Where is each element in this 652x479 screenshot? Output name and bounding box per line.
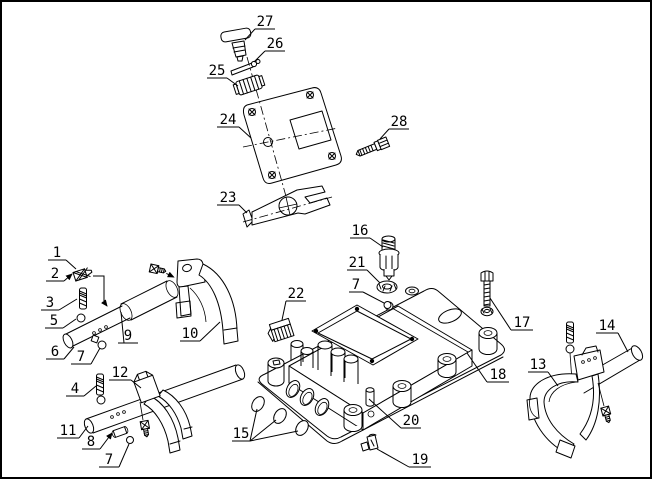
callout-10: 10 bbox=[180, 321, 221, 342]
callout-7c: 7 bbox=[349, 277, 385, 304]
part-7-ball-b bbox=[126, 436, 134, 444]
callout-label-7a: 7 bbox=[77, 349, 85, 365]
part-20-pin bbox=[365, 387, 375, 407]
callout-11: 11 bbox=[57, 423, 89, 439]
callout-7a: 7 bbox=[71, 347, 101, 365]
part-3-spring bbox=[79, 287, 87, 310]
callout-label-6: 6 bbox=[51, 344, 59, 360]
callout-label-4: 4 bbox=[71, 381, 79, 397]
callout-label-20: 20 bbox=[403, 413, 420, 429]
part-18-housing bbox=[257, 286, 505, 444]
callout-label-28: 28 bbox=[391, 114, 408, 130]
callout-label-23: 23 bbox=[220, 190, 237, 206]
rail-14-ball bbox=[565, 344, 575, 354]
callout-label-19: 19 bbox=[412, 452, 429, 468]
callout-8: 8 bbox=[82, 432, 113, 450]
callout-3: 3 bbox=[41, 295, 78, 311]
part-10-fork bbox=[175, 258, 239, 345]
callout-label-25: 25 bbox=[209, 63, 226, 79]
callout-label-16: 16 bbox=[352, 223, 369, 239]
part-12-block bbox=[133, 370, 161, 404]
part-7-ball-a bbox=[97, 340, 107, 350]
callout-label-10: 10 bbox=[182, 326, 199, 342]
rail-11-fork bbox=[143, 389, 193, 454]
callout-9: 9 bbox=[118, 311, 138, 344]
callout-20: 20 bbox=[368, 398, 421, 429]
part-23-shift-arm bbox=[242, 185, 333, 228]
callout-label-14: 14 bbox=[599, 318, 616, 334]
rail-11-ball bbox=[96, 395, 106, 405]
part-27-breather-bolt bbox=[220, 27, 252, 62]
callout-label-18: 18 bbox=[490, 367, 507, 383]
callout-26: 26 bbox=[253, 36, 285, 63]
callout-21: 21 bbox=[347, 255, 381, 284]
callout-6: 6 bbox=[46, 344, 75, 360]
callout-13: 13 bbox=[528, 357, 559, 387]
part-7-ball-c bbox=[383, 301, 392, 309]
part-24-cover-plate bbox=[242, 87, 342, 184]
rail-14-spring bbox=[566, 321, 574, 344]
callout-23: 23 bbox=[217, 190, 248, 214]
callout-label-8: 8 bbox=[87, 434, 95, 450]
callout-4: 4 bbox=[66, 381, 97, 397]
callout-label-27: 27 bbox=[257, 14, 274, 30]
rail-14-set-screw bbox=[597, 382, 614, 425]
part-15-plugs bbox=[251, 396, 309, 436]
callout-1: 1 bbox=[48, 245, 77, 270]
callout-label-21: 21 bbox=[349, 255, 366, 271]
callout-19: 19 bbox=[376, 448, 431, 468]
callout-label-11: 11 bbox=[60, 423, 77, 439]
callout-label-13: 13 bbox=[530, 357, 547, 373]
callout-25: 25 bbox=[207, 63, 239, 87]
callout-28: 28 bbox=[379, 114, 409, 140]
callout-label-7c: 7 bbox=[352, 277, 360, 293]
part-26-pin bbox=[230, 59, 261, 76]
rail-11-set-screw bbox=[139, 401, 152, 439]
rail-9-assembly bbox=[62, 275, 179, 350]
callout-2: 2 bbox=[46, 266, 73, 282]
part-4-spring bbox=[96, 373, 104, 396]
callout-label-26: 26 bbox=[267, 36, 284, 52]
callout-22: 22 bbox=[281, 286, 306, 321]
callout-label-5: 5 bbox=[50, 313, 58, 329]
callout-17: 17 bbox=[489, 297, 533, 331]
rail-11-assembly bbox=[83, 364, 246, 434]
callout-27: 27 bbox=[244, 14, 275, 41]
callout-label-1: 1 bbox=[53, 245, 61, 261]
part-1-2-plug-screw bbox=[72, 267, 93, 282]
callout-label-2: 2 bbox=[51, 266, 59, 282]
callout-12: 12 bbox=[109, 365, 142, 389]
callout-15: 15 bbox=[232, 408, 299, 442]
callout-label-7b: 7 bbox=[105, 452, 113, 468]
part-19-clip bbox=[360, 433, 379, 452]
callout-7b: 7 bbox=[99, 443, 130, 468]
part-17-bolt bbox=[480, 270, 494, 317]
callout-label-12: 12 bbox=[112, 365, 129, 381]
callout-label-3: 3 bbox=[46, 295, 54, 311]
callout-5: 5 bbox=[45, 313, 77, 329]
part-22-clip bbox=[267, 317, 295, 343]
callout-label-22: 22 bbox=[288, 286, 305, 302]
part-13-fork bbox=[526, 345, 605, 459]
callout-label-15: 15 bbox=[233, 426, 250, 442]
callout-label-9: 9 bbox=[124, 328, 132, 344]
fork-10-set-screw bbox=[148, 263, 175, 278]
detent-block bbox=[90, 334, 100, 344]
callout-24: 24 bbox=[217, 112, 252, 139]
callout-18: 18 bbox=[466, 352, 509, 383]
part-5-ball bbox=[76, 313, 86, 323]
callout-label-24: 24 bbox=[220, 112, 237, 128]
part-8-pin bbox=[111, 426, 129, 438]
callout-14: 14 bbox=[596, 318, 629, 353]
callout-label-17: 17 bbox=[514, 315, 531, 331]
part-28-bolt bbox=[355, 136, 391, 157]
callout-16: 16 bbox=[350, 223, 384, 248]
part-25-clip bbox=[232, 74, 266, 96]
part-16-switch bbox=[378, 235, 400, 281]
part-21-washer bbox=[376, 280, 398, 294]
